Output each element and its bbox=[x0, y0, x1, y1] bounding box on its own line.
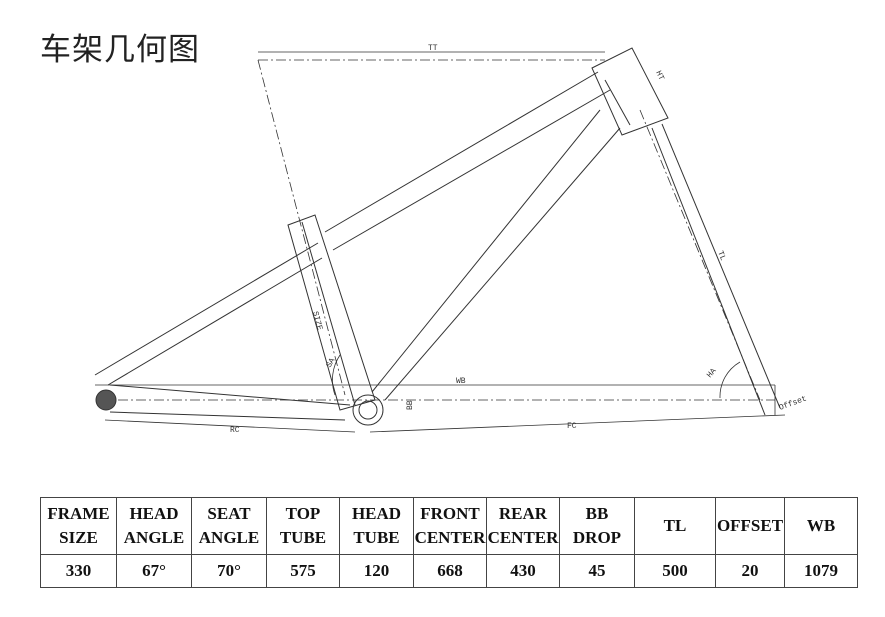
ha-label: HA bbox=[705, 367, 718, 380]
fork-line bbox=[651, 123, 781, 416]
value-bb-drop: 45 bbox=[559, 554, 635, 588]
fc-label: FC bbox=[567, 422, 577, 431]
value-tl: 500 bbox=[634, 554, 716, 588]
rc-label: RC bbox=[230, 426, 240, 435]
bb-label: BB bbox=[406, 400, 415, 410]
sa-label: SA bbox=[325, 357, 338, 370]
header-tl: TL bbox=[634, 497, 716, 555]
bottom-bracket bbox=[352, 394, 384, 426]
header-wb: WB bbox=[784, 497, 858, 555]
seat-stay bbox=[94, 242, 323, 386]
top-tube bbox=[324, 71, 611, 251]
fc-dimension bbox=[369, 414, 786, 433]
seat-tube bbox=[287, 214, 376, 411]
value-head-angle: 67° bbox=[116, 554, 192, 588]
value-offset: 20 bbox=[715, 554, 785, 588]
size-label: SIZE bbox=[310, 310, 324, 331]
tt-label: TT bbox=[428, 44, 438, 53]
head-tube bbox=[591, 47, 669, 136]
rc-dimension bbox=[104, 419, 356, 433]
value-rear-center: 430 bbox=[486, 554, 560, 588]
header-offset: OFFSET bbox=[715, 497, 785, 555]
value-top-tube: 575 bbox=[266, 554, 340, 588]
rear-dropout bbox=[95, 389, 117, 411]
value-front-center: 668 bbox=[413, 554, 487, 588]
ht-label: HT bbox=[653, 69, 665, 82]
chain-stay bbox=[109, 384, 351, 421]
value-frame-size: 330 bbox=[40, 554, 117, 588]
frame-geometry-drawing: TT HT TL SIZE SA HA WB BB RC FC Offset bbox=[94, 44, 808, 435]
down-tube bbox=[371, 109, 621, 401]
page-title: 车架几何图 bbox=[40, 32, 200, 68]
table-row: 330 67° 70° 575 120 668 430 45 500 20 10… bbox=[40, 554, 858, 588]
offset-label: Offset bbox=[778, 395, 808, 413]
wb-label: WB bbox=[456, 377, 466, 386]
value-wb: 1079 bbox=[784, 554, 858, 588]
value-seat-angle: 70° bbox=[191, 554, 267, 588]
tl-label: TL bbox=[715, 250, 727, 262]
value-head-tube: 120 bbox=[339, 554, 414, 588]
dimension-lines bbox=[100, 59, 775, 401]
